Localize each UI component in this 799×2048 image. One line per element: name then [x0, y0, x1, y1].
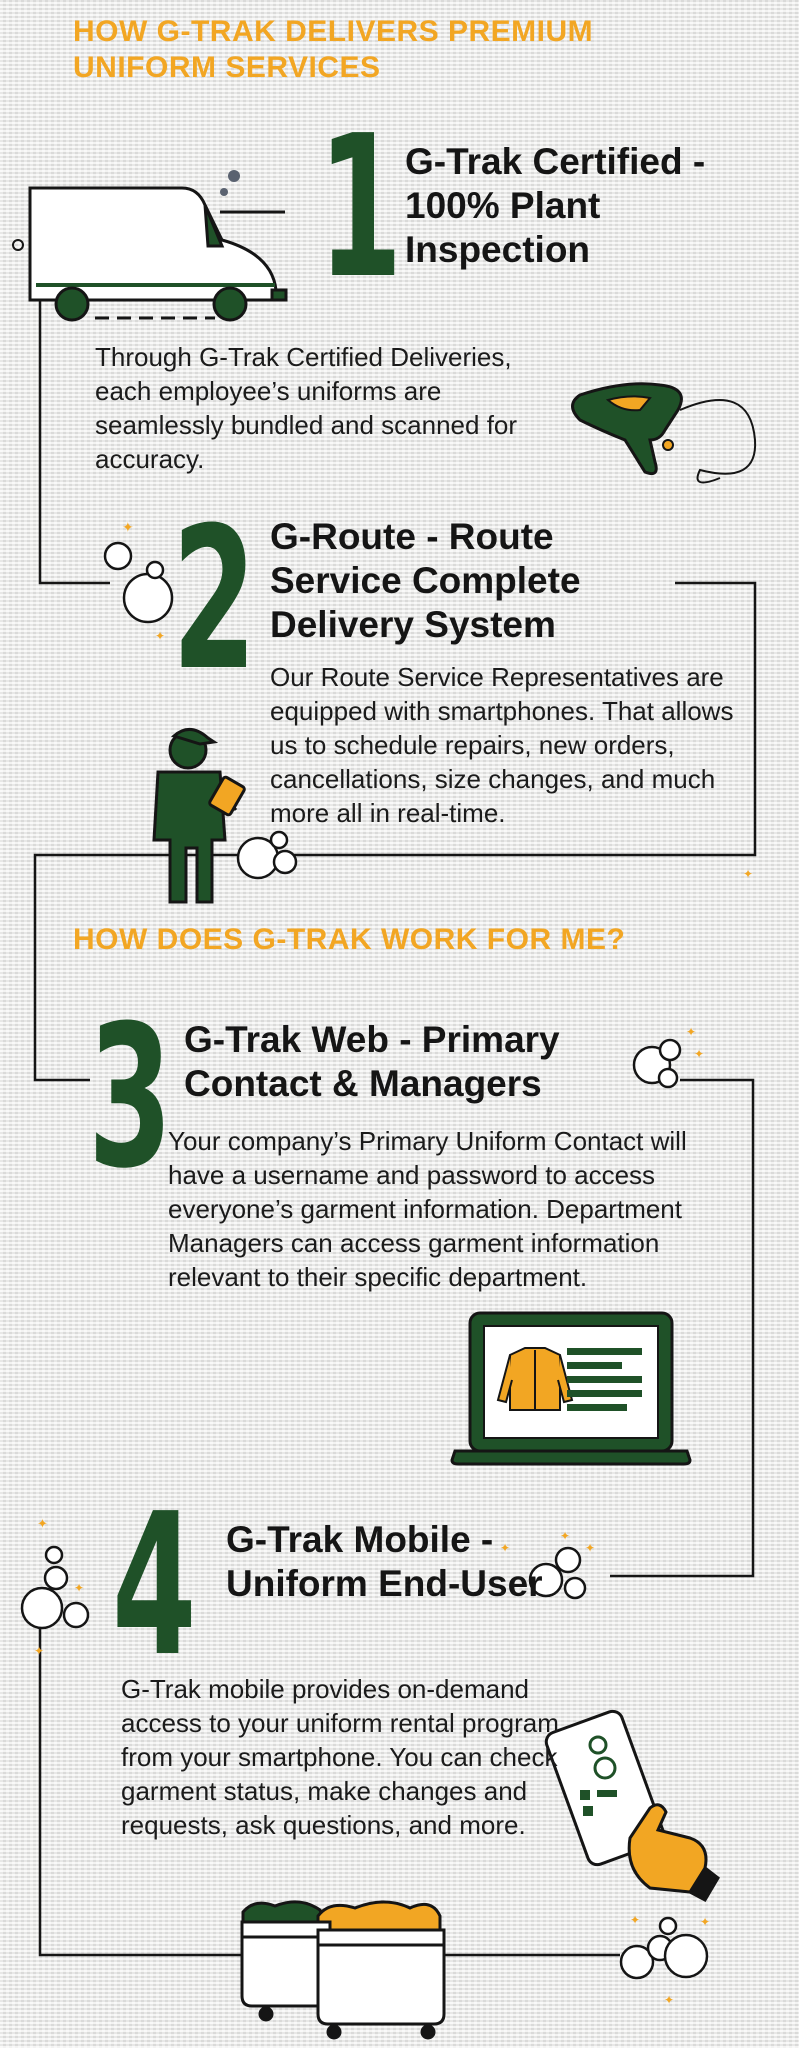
step-number-3: 3 — [88, 984, 173, 1212]
laundry-carts-icon — [240, 1900, 446, 2040]
step-number-1: 1 — [318, 94, 403, 322]
svg-text:✦: ✦ — [694, 1047, 704, 1061]
step-title-1: G-Trak Certified - 100% Plant Inspection — [405, 141, 706, 270]
main-heading: HOW G-TRAK DELIVERS PREMIUM UNIFORM SERV… — [73, 15, 594, 84]
svg-text:✦: ✦ — [686, 1025, 696, 1039]
bubbles-icon — [619, 1916, 709, 1980]
svg-text:✦: ✦ — [34, 1644, 44, 1658]
svg-text:✦: ✦ — [664, 1993, 674, 2007]
barcode-scanner-icon — [571, 382, 757, 484]
bubbles-icon — [632, 1038, 682, 1089]
step-number-4: 4 — [112, 1472, 197, 1700]
svg-text:✦: ✦ — [37, 1517, 48, 1532]
laptop-shirt-icon — [450, 1311, 692, 1466]
bubbles-icon — [103, 541, 174, 624]
step-title-3: G-Trak Web - Primary Contact & Managers — [184, 1019, 560, 1104]
step-body-4: G-Trak mobile provides on-demand access … — [121, 1674, 559, 1840]
step-title-2: G-Route - Route Service Complete Deliver… — [270, 516, 581, 645]
step-number-2: 2 — [172, 486, 257, 714]
svg-text:✦: ✦ — [155, 629, 165, 643]
svg-text:✦: ✦ — [630, 1913, 640, 1927]
bubbles-icon — [20, 1545, 587, 1630]
svg-text:✦: ✦ — [585, 1541, 595, 1555]
step-body-2: Our Route Service Representatives are eq… — [270, 662, 734, 828]
svg-text:✦: ✦ — [500, 1541, 510, 1555]
svg-text:✦: ✦ — [74, 1581, 84, 1595]
svg-text:✦: ✦ — [743, 867, 753, 881]
smartphone-tap-icon — [544, 1709, 720, 1902]
svg-text:✦: ✦ — [560, 1529, 570, 1543]
svg-text:✦: ✦ — [122, 520, 134, 536]
connector-line — [33, 300, 757, 1957]
step-body-1: Through G-Trak Certified Deliveries, eac… — [95, 342, 518, 474]
step-body-3: Your company’s Primary Uniform Contact w… — [168, 1126, 687, 1292]
svg-text:✦: ✦ — [700, 1915, 710, 1929]
bubbles-icon — [236, 830, 298, 880]
step-title-4: G-Trak Mobile - Uniform End-User — [226, 1519, 543, 1604]
route-driver-icon — [152, 728, 246, 904]
section-heading: HOW DOES G-TRAK WORK FOR ME? — [73, 923, 626, 956]
delivery-van-icon — [28, 186, 288, 322]
